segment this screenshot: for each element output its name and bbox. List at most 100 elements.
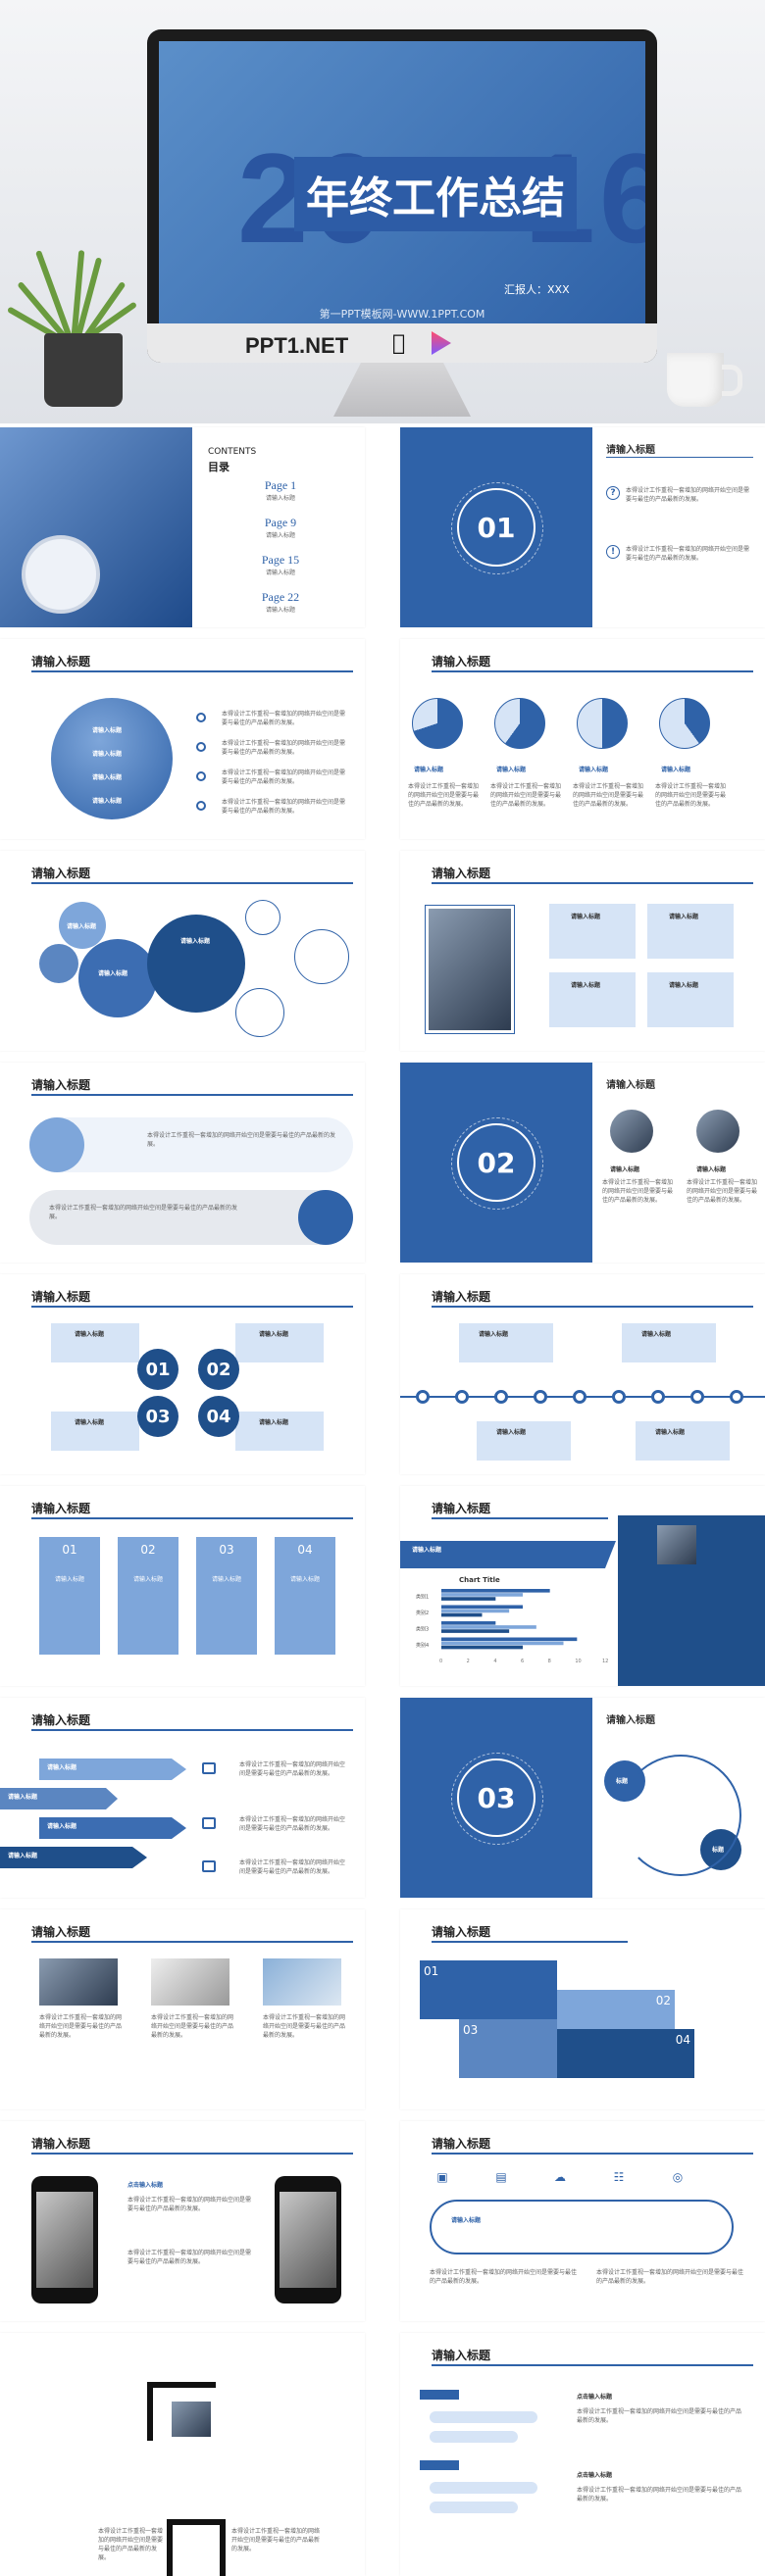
arrow-step: 请输入标题 (39, 1759, 186, 1780)
avatar (610, 1110, 653, 1153)
apple-icon:  (392, 331, 405, 356)
category-label: 类别1 (416, 1593, 429, 1600)
bubble-outline (235, 988, 284, 1037)
slide-heading: 请输入标题 (31, 1078, 91, 1092)
list-bullet (196, 771, 206, 781)
slide-heading: 请输入标题 (432, 1290, 491, 1304)
slide-pills: 请输入标题 本得设计工作重视一套增加的网络开始空间是需要与最佳的产品最新的发展。… (0, 1063, 365, 1263)
bar (441, 1629, 510, 1633)
cloud-icon: ☁ (554, 2170, 566, 2184)
info-card: 请输入标题 (51, 1412, 139, 1451)
section-number: 03 (451, 1753, 543, 1845)
pill-row: 本得设计工作重视一套增加的网络开始空间是需要与最佳的产品最新的发展。 (29, 1117, 353, 1172)
info-card: 请输入标题 (235, 1412, 324, 1451)
question-icon: ? (606, 486, 620, 500)
label-dots: 点击输入标题 (128, 2182, 164, 2189)
slide-heading: 请输入标题 (606, 445, 655, 456)
meeting-photo (426, 906, 514, 1033)
step-bar (430, 2431, 518, 2443)
play-logo-icon (432, 331, 451, 355)
body-text: 本得设计工作重视一套增加的网络开始空间是需要与最佳的产品最新的发展。 (408, 783, 480, 808)
timeline-dot (690, 1390, 704, 1404)
slide-heading: 请输入标题 (31, 2137, 91, 2151)
contents-cn: 目录 (208, 461, 230, 473)
divider (31, 1729, 353, 1731)
bar (441, 1605, 523, 1610)
bar (441, 1637, 578, 1642)
divider (31, 670, 353, 672)
step-bar (430, 2482, 537, 2494)
label-dots: 点击输入标题 (577, 2472, 613, 2479)
divider (31, 1517, 353, 1519)
divider (432, 1941, 628, 1943)
divider (31, 882, 353, 884)
info-card: 请输入标题 (51, 1323, 139, 1362)
frame-corner (167, 2519, 226, 2576)
divider (432, 1306, 753, 1308)
slide-heading: 请输入标题 (31, 867, 91, 880)
person-photo (657, 1525, 696, 1564)
photo (39, 1958, 118, 2006)
arrow-step: 请输入标题 (39, 1817, 186, 1839)
slide-frames: 本得设计工作重视一套增加的网络开始空间是需要与最佳的产品最新的发展。 本得设计工… (0, 2333, 365, 2576)
slide-circle-list: 请输入标题 请输入标题 请输入标题 请输入标题 请输入标题 本得设计工作重视一套… (0, 639, 365, 839)
pie-label: 请输入标题 (496, 767, 527, 773)
category-label: 类别3 (416, 1625, 429, 1632)
bar (441, 1625, 536, 1629)
pill-tag (298, 1190, 353, 1245)
divider (31, 2153, 353, 2155)
tick-label: 0 (439, 1659, 442, 1664)
divider (432, 2364, 753, 2366)
photo (172, 2402, 211, 2437)
divider (31, 1306, 353, 1308)
building-photo (0, 427, 192, 627)
side-panel (618, 1515, 765, 1686)
tick-label: 10 (575, 1659, 581, 1664)
cycle-ring (620, 1755, 741, 1876)
slide-heading: 请输入标题 (432, 2137, 491, 2151)
tick-label: 8 (548, 1659, 551, 1664)
body-text: 本得设计工作重视一套增加的网络开始空间是需要与最佳的产品最新的发展。 (655, 783, 727, 808)
divider (31, 1094, 353, 1096)
info-card: 请输入标题 (235, 1323, 324, 1362)
arrow-step: 请输入标题 (0, 1847, 147, 1868)
timeline-dot (455, 1390, 469, 1404)
chart-title: Chart Title (459, 1576, 500, 1584)
body-text: 本得设计工作重视一套增加的网络开始空间是需要与最佳的产品最新的发展。 (573, 783, 644, 808)
chart-banner: 请输入标题 (400, 1541, 616, 1568)
list-bullet (196, 742, 206, 752)
body-text: 本得设计工作重视一套增加的网络开始空间是需要与最佳的产品最新的发展。 (626, 546, 750, 562)
book-icon (202, 1817, 216, 1829)
pie-label: 请输入标题 (661, 767, 691, 773)
slide-heading: 请输入标题 (31, 1290, 91, 1304)
body-text: 本得设计工作重视一套增加的网络开始空间是需要与最佳的产品最新的发展。 (626, 487, 750, 503)
slide-bubbles: 请输入标题 请输入标题 请输入标题 请输入标题 (0, 851, 365, 1051)
info-card: 请输入标题 (622, 1323, 716, 1362)
monitor-screen: 2016 年终工作总结 汇报人：XXX 第一PPT模板网-WWW.1PPT.CO… (159, 41, 645, 323)
bar (441, 1645, 523, 1650)
bubble-outline (245, 900, 280, 935)
monitor-icon (202, 1762, 216, 1774)
frame-corner (147, 2382, 216, 2441)
number-badge: 03 (137, 1396, 178, 1437)
globe-icon: ◎ (672, 2170, 684, 2184)
info-card: 请输入标题 (647, 972, 734, 1027)
divider (432, 670, 753, 672)
slide-heading: 请输入标题 (432, 2349, 491, 2362)
bar (441, 1641, 564, 1646)
photo (151, 1958, 230, 2006)
list-bullet (196, 713, 206, 722)
bar (441, 1612, 483, 1617)
block: 01 (420, 1960, 557, 2019)
tick-label: 4 (493, 1659, 496, 1664)
clock-icon (22, 535, 100, 614)
timeline-dot (651, 1390, 665, 1404)
bubble: 请输入标题 (78, 939, 157, 1017)
